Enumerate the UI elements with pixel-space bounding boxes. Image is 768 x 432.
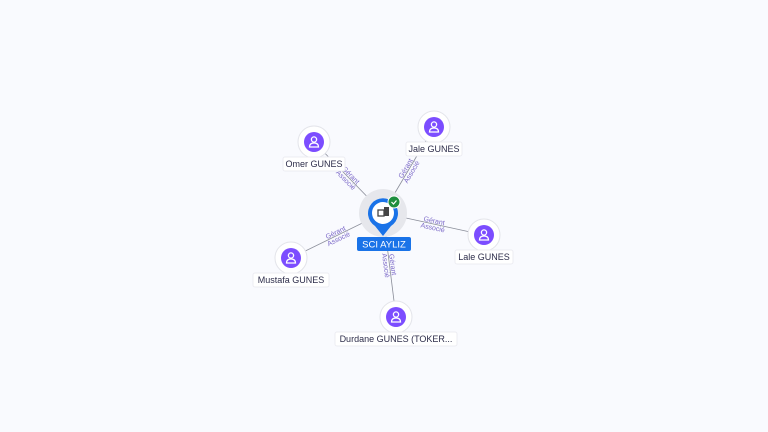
center-label: SCI AYLIZ — [362, 240, 406, 251]
edge-role-label: Associé — [380, 253, 390, 278]
center-label-bg — [357, 237, 411, 251]
person-label-bg — [282, 156, 346, 172]
person-icon — [285, 252, 297, 264]
person-icon — [390, 311, 402, 323]
person-node[interactable]: Mustafa GUNES — [252, 241, 330, 288]
person-node[interactable]: Lale GUNES — [454, 218, 514, 265]
check-icon — [387, 195, 401, 209]
person-icon — [478, 229, 490, 241]
person-name: Mustafa GUNES — [258, 275, 325, 285]
person-name: Lale GUNES — [458, 252, 510, 262]
person-node[interactable]: Durdane GUNES (TOKER... — [334, 300, 458, 347]
person-name: Omer GUNES — [285, 159, 342, 169]
building-icon — [377, 207, 389, 217]
person-name: Durdane GUNES (TOKER... — [340, 334, 453, 344]
person-node[interactable]: Omer GUNES — [282, 125, 346, 172]
person-label-bg — [252, 272, 330, 288]
person-icon — [428, 121, 440, 133]
person-label-bg — [334, 331, 458, 347]
person-label-bg — [454, 249, 514, 265]
person-name: Jale GUNES — [408, 144, 459, 154]
edge-role-label: Gérant — [423, 216, 445, 227]
person-icon — [308, 136, 320, 148]
edge-role-label: Gérant — [387, 254, 397, 276]
person-label-bg — [405, 141, 463, 157]
person-node[interactable]: Jale GUNES — [405, 110, 463, 157]
center-node[interactable]: SCI AYLIZ — [357, 189, 411, 251]
